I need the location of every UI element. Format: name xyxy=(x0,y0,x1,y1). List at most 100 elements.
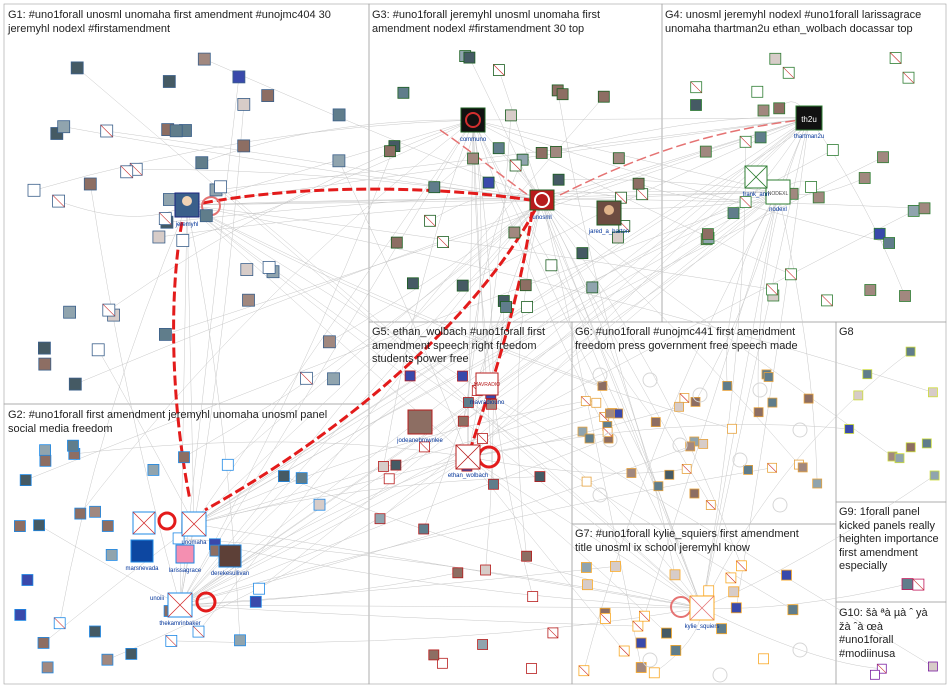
graph-node[interactable] xyxy=(782,66,795,79)
graph-node[interactable] xyxy=(332,154,346,168)
graph-node[interactable] xyxy=(753,407,764,418)
graph-node[interactable] xyxy=(751,85,764,98)
graph-node[interactable] xyxy=(767,462,777,473)
graph-node[interactable] xyxy=(698,438,709,449)
graph-node[interactable] xyxy=(928,661,938,672)
hub-unoiii[interactable]: unoiii xyxy=(132,511,164,602)
graph-node[interactable] xyxy=(722,380,733,391)
graph-node[interactable] xyxy=(766,283,778,296)
graph-node[interactable] xyxy=(689,488,700,499)
hub-kylie[interactable]: kylie_squiers xyxy=(685,595,720,630)
graph-node[interactable] xyxy=(586,281,599,294)
graph-node[interactable] xyxy=(670,645,682,656)
hub-unomaha[interactable]: unomaha xyxy=(181,511,207,546)
graph-node[interactable] xyxy=(295,472,308,485)
hub-nodexl[interactable]: NODEXL nodexl xyxy=(765,179,791,213)
graph-node[interactable] xyxy=(428,181,441,194)
graph-node[interactable] xyxy=(894,453,905,464)
graph-node[interactable] xyxy=(679,393,690,403)
graph-node[interactable] xyxy=(176,234,190,247)
graph-node[interactable] xyxy=(905,346,916,357)
graph-node[interactable] xyxy=(703,585,715,597)
graph-node[interactable] xyxy=(39,454,52,467)
graph-node[interactable] xyxy=(547,627,559,639)
graph-node[interactable] xyxy=(803,393,814,404)
graph-node[interactable] xyxy=(613,408,624,419)
graph-node[interactable] xyxy=(577,426,588,437)
graph-node[interactable] xyxy=(578,665,590,677)
graph-node[interactable] xyxy=(781,569,792,581)
graph-node[interactable] xyxy=(19,474,32,487)
graph-node[interactable] xyxy=(299,371,313,385)
graph-node[interactable] xyxy=(406,277,419,290)
graph-node[interactable] xyxy=(214,180,228,194)
graph-node[interactable] xyxy=(769,52,782,65)
graph-node[interactable] xyxy=(21,574,34,586)
graph-node[interactable] xyxy=(639,610,650,622)
graph-node[interactable] xyxy=(457,370,468,382)
graph-node[interactable] xyxy=(797,462,808,473)
graph-node[interactable] xyxy=(39,444,51,457)
graph-node[interactable] xyxy=(500,301,513,313)
graph-node[interactable] xyxy=(767,397,778,408)
graph-node[interactable] xyxy=(918,202,931,215)
graph-node[interactable] xyxy=(576,247,589,260)
graph-node[interactable] xyxy=(53,617,66,630)
graph-node[interactable] xyxy=(374,513,386,525)
graph-node[interactable] xyxy=(862,369,873,380)
graph-node[interactable] xyxy=(612,152,625,165)
graph-node[interactable] xyxy=(467,152,480,165)
graph-node[interactable] xyxy=(635,637,647,649)
hub-unosml[interactable]: unosml xyxy=(529,189,555,221)
graph-node[interactable] xyxy=(169,124,183,138)
graph-node[interactable] xyxy=(147,463,160,476)
graph-node[interactable] xyxy=(844,424,855,434)
graph-node[interactable] xyxy=(699,145,712,158)
graph-node[interactable] xyxy=(428,649,440,661)
graph-node[interactable] xyxy=(437,236,450,249)
graph-node[interactable] xyxy=(730,602,742,614)
graph-node[interactable] xyxy=(584,433,595,444)
graph-node[interactable] xyxy=(37,637,50,649)
graph-node[interactable] xyxy=(165,635,178,647)
graph-node[interactable] xyxy=(482,176,495,189)
graph-node[interactable] xyxy=(378,460,389,472)
graph-node[interactable] xyxy=(237,98,251,111)
hub-jodeane[interactable]: jodeanebrownlee xyxy=(396,409,444,444)
graph-node[interactable] xyxy=(261,89,275,102)
graph-node[interactable] xyxy=(262,260,276,274)
graph-node[interactable] xyxy=(600,613,611,624)
graph-node[interactable] xyxy=(582,579,593,591)
graph-node[interactable] xyxy=(626,468,637,478)
graph-node[interactable] xyxy=(650,417,661,428)
graph-node[interactable] xyxy=(556,88,569,101)
graph-node[interactable] xyxy=(581,562,592,573)
graph-node[interactable] xyxy=(101,653,114,666)
graph-node[interactable] xyxy=(125,648,138,660)
graph-node[interactable] xyxy=(492,64,505,76)
graph-node[interactable] xyxy=(57,120,71,134)
graph-node[interactable] xyxy=(876,663,887,674)
graph-node[interactable] xyxy=(702,228,714,241)
graph-node[interactable] xyxy=(33,519,45,532)
graph-node[interactable] xyxy=(632,620,644,632)
graph-node[interactable] xyxy=(162,75,176,88)
graph-node[interactable] xyxy=(727,207,740,220)
graph-node[interactable] xyxy=(232,70,246,84)
graph-node[interactable] xyxy=(812,478,823,489)
graph-node[interactable] xyxy=(901,578,914,590)
graph-node[interactable] xyxy=(390,236,403,249)
graph-node[interactable] xyxy=(41,661,54,674)
graph-node[interactable] xyxy=(463,51,476,64)
hub-frank[interactable]: frank_ann xyxy=(743,165,770,198)
graph-node[interactable] xyxy=(480,564,492,576)
graph-node[interactable] xyxy=(234,634,246,647)
graph-node[interactable] xyxy=(907,204,920,217)
graph-node[interactable] xyxy=(424,214,436,227)
graph-node[interactable] xyxy=(853,390,864,401)
graph-node[interactable] xyxy=(404,370,416,382)
graph-node[interactable] xyxy=(199,209,213,223)
graph-node[interactable] xyxy=(591,397,602,408)
graph-node[interactable] xyxy=(74,507,87,520)
graph-node[interactable] xyxy=(681,463,692,474)
